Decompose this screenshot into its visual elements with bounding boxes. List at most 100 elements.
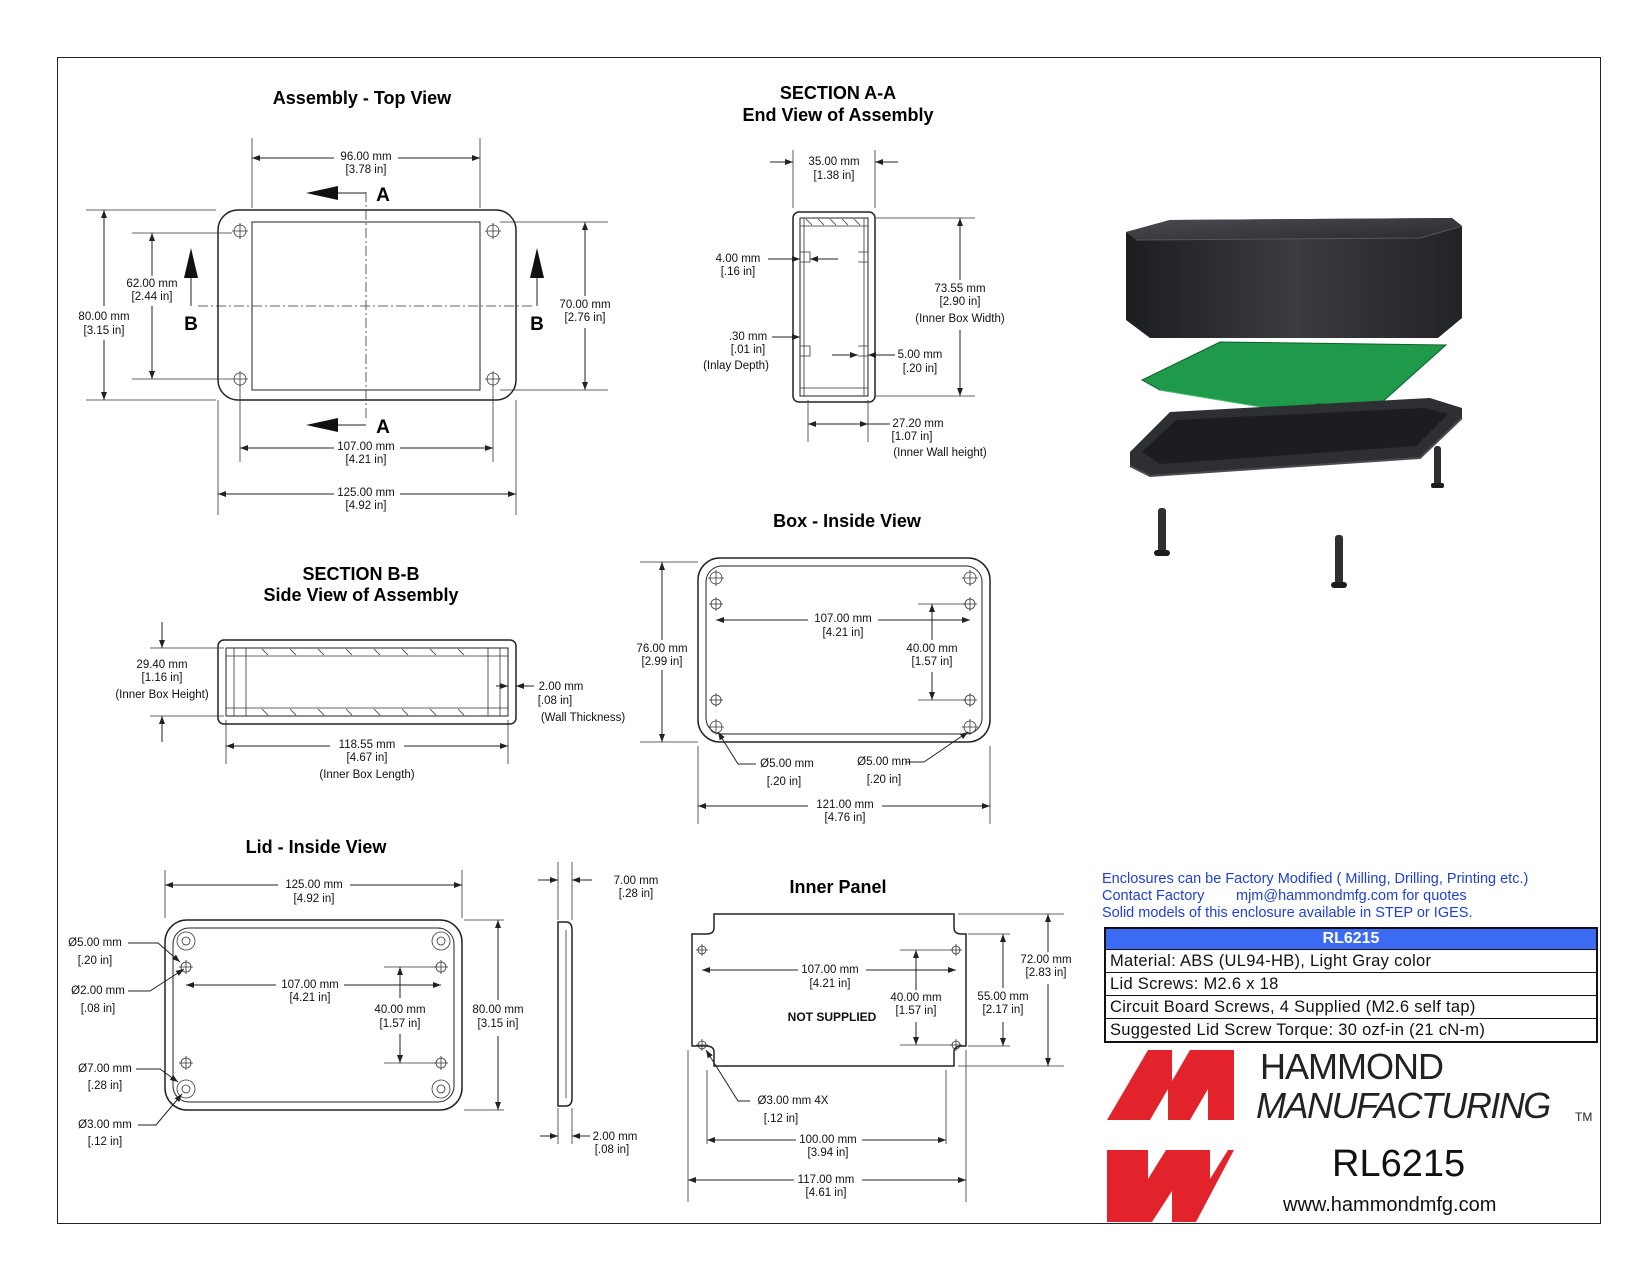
- aa-dim-272-label: (Inner Wall height): [893, 447, 987, 459]
- box-dim-107-in: [4.21 in]: [823, 627, 864, 639]
- spec-row-pcb-screws: Circuit Board Screws, 4 Supplied (M2.6 s…: [1106, 996, 1596, 1019]
- bb-dim-2-in: [.08 in]: [538, 695, 573, 707]
- panel-dim-72-in: [2.83 in]: [1026, 967, 1067, 979]
- bb-dim-294-label: (Inner Box Height): [115, 689, 208, 701]
- bb-dim-294-mm: 29.40 mm: [136, 659, 187, 671]
- dim-125-mm: 125.00 mm: [337, 487, 395, 499]
- dim-107-in: [4.21 in]: [346, 454, 387, 466]
- aa-dim-272-in: [1.07 in]: [892, 431, 933, 443]
- panel-dim-40-mm: 40.00 mm: [890, 992, 941, 1004]
- box-dim-d5-right-in: [.20 in]: [867, 774, 902, 786]
- bb-dim-11855-label: (Inner Box Length): [319, 769, 414, 781]
- section-letter-b-left: B: [184, 314, 198, 335]
- box-dim-40-in: [1.57 in]: [912, 656, 953, 668]
- lid-dim-107-in: [4.21 in]: [290, 992, 331, 1004]
- dim-70-mm: 70.00 mm: [559, 299, 610, 311]
- exploded-3d-render: [1126, 218, 1463, 588]
- box-dim-121-in: [4.76 in]: [825, 812, 866, 824]
- lid-dim-2-in: [.08 in]: [595, 1144, 630, 1156]
- aa-dim-7355-in: [2.90 in]: [940, 296, 981, 308]
- section-aa-subtitle: End View of Assembly: [742, 105, 933, 125]
- bb-dim-2-label: (Wall Thickness): [541, 712, 626, 724]
- box-dim-d5-left-mm: Ø5.00 mm: [760, 758, 814, 770]
- bb-dim-2-mm: 2.00 mm: [539, 681, 584, 693]
- spec-table-header: RL6215: [1106, 929, 1596, 950]
- box-dim-107-mm: 107.00 mm: [814, 613, 872, 625]
- lid-dim-d2-mm: Ø2.00 mm: [71, 985, 125, 997]
- dim-80-in: [3.15 in]: [84, 325, 125, 337]
- lid-dim-40-mm: 40.00 mm: [374, 1004, 425, 1016]
- section-letter-a-top: A: [376, 185, 390, 206]
- aa-dim-7355-label: (Inner Box Width): [915, 313, 1005, 325]
- trademark-mark: TM: [1575, 1110, 1593, 1124]
- aa-dim-272-mm: 27.20 mm: [892, 418, 943, 430]
- bb-dim-11855-in: [4.67 in]: [347, 752, 388, 764]
- spec-row-material: Material: ABS (UL94-HB), Light Gray colo…: [1106, 950, 1596, 973]
- inner-panel-title: Inner Panel: [789, 877, 886, 897]
- dim-107-mm: 107.00 mm: [337, 441, 395, 453]
- bb-dim-11855-mm: 118.55 mm: [339, 739, 396, 751]
- panel-dim-55-mm: 55.00 mm: [977, 991, 1028, 1003]
- lid-dim-d3-in: [.12 in]: [88, 1136, 123, 1148]
- panel-dim-72-mm: 72.00 mm: [1020, 954, 1071, 966]
- lid-dim-80-mm: 80.00 mm: [472, 1004, 523, 1016]
- dim-80-mm: 80.00 mm: [78, 311, 129, 323]
- panel-dim-117-mm: 117.00 mm: [798, 1174, 855, 1186]
- lid-dim-d7-in: [.28 in]: [88, 1080, 123, 1092]
- lid-dim-7-mm: 7.00 mm: [614, 875, 659, 887]
- box-inside-title: Box - Inside View: [773, 511, 922, 531]
- dim-96-mm: 96.00 mm: [340, 151, 391, 163]
- section-bb-subtitle: Side View of Assembly: [263, 585, 458, 605]
- aa-dim-35-in: [1.38 in]: [814, 170, 855, 182]
- box-dim-121-mm: 121.00 mm: [816, 799, 874, 811]
- dim-62-mm: 62.00 mm: [126, 278, 177, 290]
- dim-96-in: [3.78 in]: [346, 164, 387, 176]
- section-letter-a-bottom: A: [376, 417, 390, 438]
- box-dim-76-mm: 76.00 mm: [636, 643, 687, 655]
- top-view: Assembly - Top View A A B B 96.00 mm [3.…: [78, 88, 611, 515]
- section-bb-view: SECTION B-B Side View of Assembly 29.40 …: [115, 564, 625, 781]
- note-modification: Enclosures can be Factory Modified ( Mil…: [1102, 871, 1529, 887]
- box-dim-40-mm: 40.00 mm: [906, 643, 957, 655]
- lid-dim-d3-mm: Ø3.00 mm: [78, 1119, 132, 1131]
- panel-dim-117-in: [4.61 in]: [806, 1187, 847, 1199]
- aa-dim-inlay-mm: .30 mm: [729, 331, 767, 343]
- section-letter-b-right: B: [530, 314, 544, 335]
- note-contact-email: mjm@hammondmfg.com for quotes: [1236, 888, 1467, 904]
- spec-row-torque: Suggested Lid Screw Torque: 30 ozf-in (2…: [1110, 1021, 1486, 1039]
- spec-row-lid-screws: Lid Screws: M2.6 x 18: [1106, 973, 1596, 996]
- section-bb-title: SECTION B-B: [303, 564, 420, 584]
- website-link[interactable]: www.hammondmfg.com: [1283, 1194, 1497, 1216]
- dim-125-in: [4.92 in]: [346, 500, 387, 512]
- section-aa-view: SECTION A-A End View of Assembly 35.00 m…: [703, 83, 1005, 459]
- dim-70-in: [2.76 in]: [565, 312, 606, 324]
- aa-dim-35-mm: 35.00 mm: [808, 156, 859, 168]
- lid-dim-40-in: [1.57 in]: [380, 1018, 421, 1030]
- model-number: RL6215: [1332, 1143, 1466, 1185]
- panel-dim-d3-in: [.12 in]: [764, 1113, 799, 1125]
- box-dim-d5-right-mm: Ø5.00 mm: [857, 756, 911, 768]
- box-dim-d5-left-in: [.20 in]: [767, 776, 802, 788]
- lid-dim-d5-mm: Ø5.00 mm: [68, 937, 122, 949]
- aa-dim-5-mm: 5.00 mm: [898, 349, 943, 361]
- aa-dim-4-in: [.16 in]: [721, 266, 756, 278]
- section-aa-title: SECTION A-A: [780, 83, 896, 103]
- lid-dim-d5-in: [.20 in]: [78, 955, 113, 967]
- panel-dim-100-mm: 100.00 mm: [799, 1134, 857, 1146]
- panel-dim-107-in: [4.21 in]: [810, 978, 851, 990]
- factory-notes: Enclosures can be Factory Modified ( Mil…: [1102, 871, 1602, 922]
- lid-inside-view: Lid - Inside View 125.00 mm [4.92 in] Ø5…: [68, 837, 658, 1156]
- panel-dim-100-in: [3.94 in]: [808, 1147, 849, 1159]
- panel-dim-107-mm: 107.00 mm: [801, 964, 859, 976]
- inner-panel-view: Inner Panel NOT SUPPLIED 107.00 mm [4.21…: [687, 877, 1072, 1202]
- note-solid-models: Solid models of this enclosure available…: [1102, 905, 1473, 921]
- aa-dim-4-mm: 4.00 mm: [716, 253, 761, 265]
- panel-dim-55-in: [2.17 in]: [983, 1004, 1024, 1016]
- lid-dim-d2-in: [.08 in]: [81, 1003, 116, 1015]
- lid-dim-7-in: [.28 in]: [619, 888, 654, 900]
- lid-dim-125-mm: 125.00 mm: [285, 879, 343, 891]
- box-dim-76-in: [2.99 in]: [642, 656, 683, 668]
- bb-dim-294-in: [1.16 in]: [142, 672, 183, 684]
